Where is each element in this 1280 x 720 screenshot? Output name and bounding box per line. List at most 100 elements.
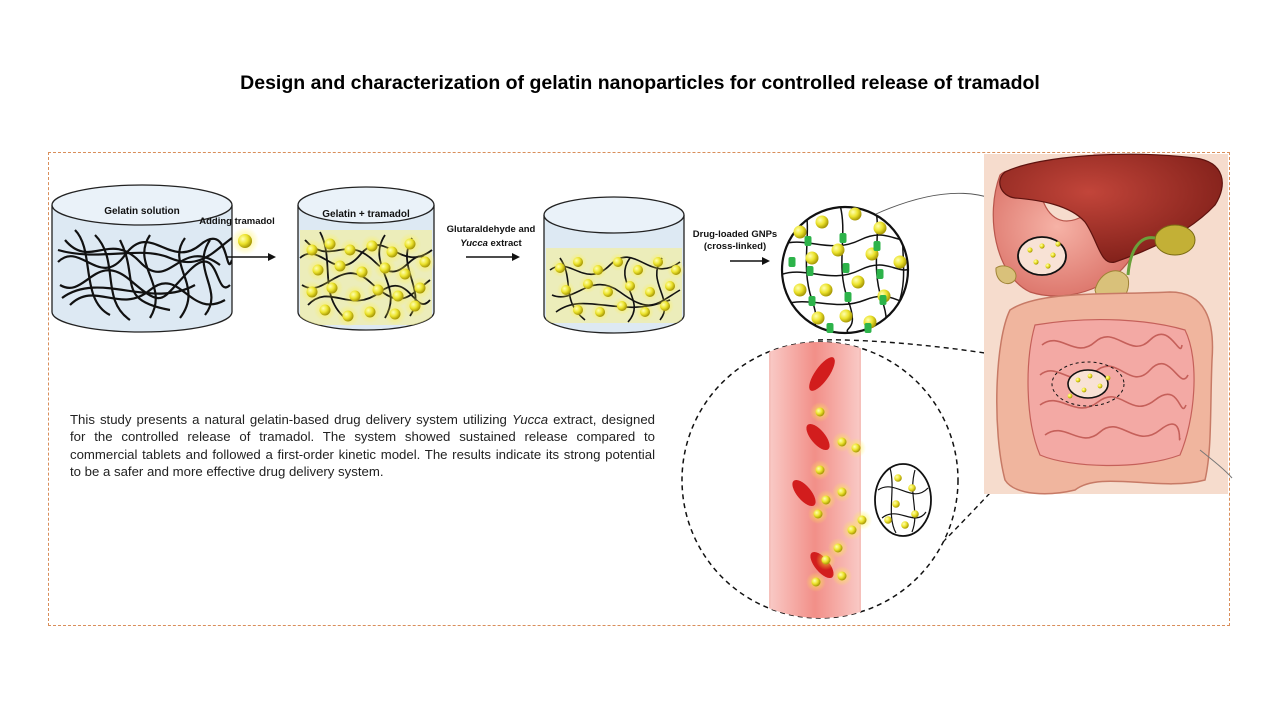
drug-particle: [593, 265, 603, 275]
drug-particle: [392, 290, 404, 302]
drug-particle: [815, 407, 825, 417]
drug-particle: [414, 282, 426, 294]
figure-frame: [48, 152, 1230, 626]
drug-particle: [603, 287, 613, 297]
crosslink-marker: [826, 323, 834, 333]
drug-particle: [366, 240, 378, 252]
drug-particle: [617, 301, 627, 311]
drug-particle: [1105, 375, 1111, 381]
crosslink-marker: [839, 233, 847, 243]
drug-particle: [911, 510, 919, 518]
beaker1-label: Gelatin solution: [104, 206, 180, 217]
drug-particle: [319, 304, 331, 316]
drug-particle: [1039, 243, 1045, 249]
page-title: Design and characterization of gelatin n…: [240, 72, 1040, 94]
drug-particle: [555, 263, 565, 273]
drug-particle: [821, 555, 831, 565]
beaker-gelatin-solution: [51, 184, 233, 333]
crosslink-marker: [806, 266, 814, 276]
drug-particle: [837, 571, 847, 581]
drug-particle: [837, 437, 847, 447]
crosslink-marker: [842, 263, 850, 273]
drug-particle: [379, 262, 391, 274]
arrow2-label-line2: Yucca extract: [460, 238, 522, 249]
drug-particle: [1027, 247, 1033, 253]
drug-particle: [1050, 252, 1056, 258]
gelatin-fibers: [57, 229, 232, 321]
drug-particle: [831, 243, 845, 257]
drug-particle: [901, 521, 909, 529]
drug-particle: [815, 465, 825, 475]
drug-particle: [573, 305, 583, 315]
drug-particle: [356, 266, 368, 278]
drug-particle: [857, 515, 867, 525]
arrow1-label: Adding tramadol: [199, 216, 274, 227]
drug-particle: [653, 257, 663, 267]
drug-particle: [873, 221, 887, 235]
drug-particle: [1075, 377, 1081, 383]
drug-particle: [811, 311, 825, 325]
abstract-italic: Yucca: [511, 412, 549, 427]
drug-particle: [1087, 373, 1093, 379]
drug-particle: [364, 306, 376, 318]
extract-text: extract: [488, 238, 523, 249]
crosslink-marker: [864, 323, 872, 333]
drug-particle: [851, 443, 861, 453]
blood-vessel-icon: [681, 341, 959, 619]
crosslink-marker: [808, 296, 816, 306]
drug-particle: [833, 543, 843, 553]
drug-particle: [573, 257, 583, 267]
abstract-part1: This study presents a natural gelatin-ba…: [70, 412, 512, 427]
drug-particle: [1055, 241, 1061, 247]
drug-particle: [1045, 263, 1051, 269]
abstract-part2: extract, designed for the controlled rel…: [70, 412, 655, 479]
beaker-gelatin-tramadol: [297, 186, 435, 331]
drug-particle: [793, 283, 807, 297]
drug-particle: [640, 307, 650, 317]
drug-particle: [645, 287, 655, 297]
drug-particle: [908, 484, 916, 492]
yucca-italic: Yucca: [460, 238, 488, 249]
drug-particle: [805, 251, 819, 265]
arrow-drug-loaded: [730, 257, 770, 265]
crosslink-marker: [873, 241, 881, 251]
arrow3-label-line2: (cross-linked): [704, 241, 766, 252]
drug-particle: [583, 279, 593, 289]
drug-particle: [848, 207, 862, 221]
drug-particle: [334, 260, 346, 272]
drug-particle: [561, 285, 571, 295]
drug-particle: [793, 225, 807, 239]
drug-particle: [813, 509, 823, 519]
drug-particle: [839, 309, 853, 323]
drug-particle: [892, 500, 900, 508]
drug-particle: [671, 265, 681, 275]
drug-particle: [312, 264, 324, 276]
drug-particle: [625, 281, 635, 291]
drug-particle: [306, 286, 318, 298]
drug-particle: [1081, 387, 1087, 393]
drug-particle: [665, 281, 675, 291]
drug-particle: [399, 268, 411, 280]
drug-particle: [819, 283, 833, 297]
drug-particle: [1097, 383, 1103, 389]
crosslink-marker: [804, 236, 812, 246]
drug-particle: [613, 257, 623, 267]
drug-particle: [372, 284, 384, 296]
drug-particle-icon: [238, 234, 252, 248]
crosslink-marker: [844, 292, 852, 302]
drug-particle: [326, 282, 338, 294]
abstract-text: This study presents a natural gelatin-ba…: [70, 411, 655, 480]
nanoparticle-releasing: [874, 463, 932, 537]
beaker-crosslinked: [543, 196, 685, 334]
drug-particle: [342, 310, 354, 322]
drug-particle: [344, 244, 356, 256]
drug-particle: [324, 238, 336, 250]
arrow2-label-line1: Glutaraldehyde and: [447, 224, 536, 235]
drug-particle: [894, 474, 902, 482]
beaker2-label: Gelatin + tramadol: [322, 209, 410, 220]
drug-particle: [893, 255, 907, 269]
drug-particle: [837, 487, 847, 497]
arrow-glutaraldehyde: [466, 253, 520, 261]
crosslink-marker: [876, 269, 884, 279]
